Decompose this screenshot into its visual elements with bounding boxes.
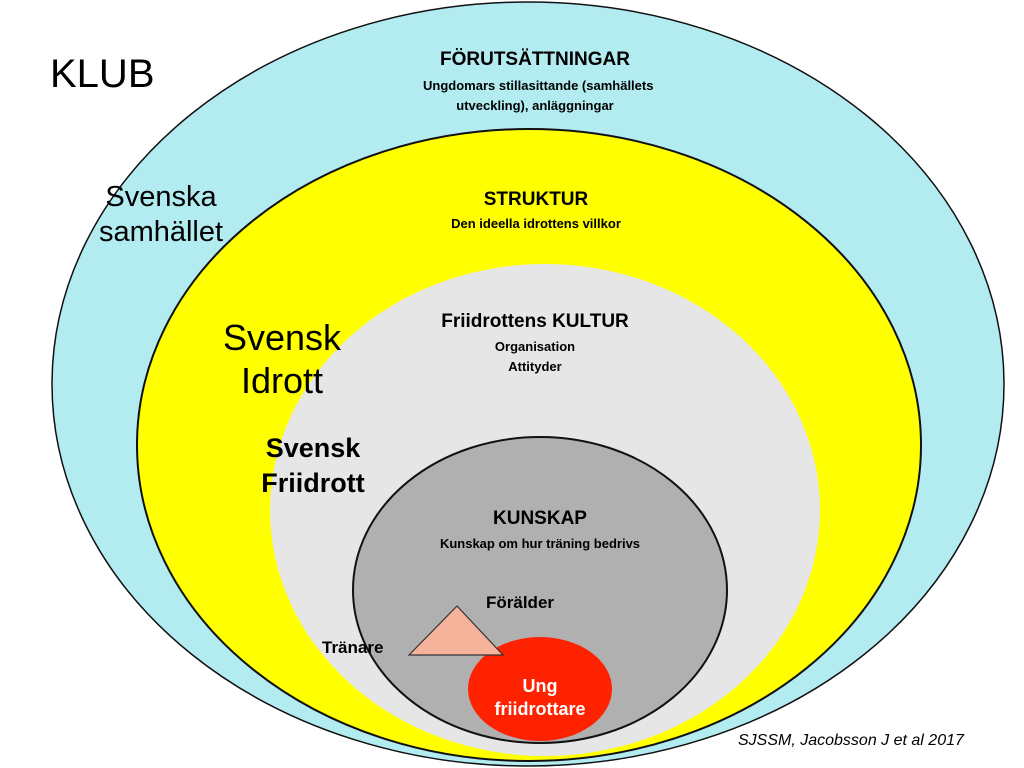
culture-line-1: Organisation	[494, 338, 576, 354]
athlete-label-line-1: Ung	[522, 676, 558, 696]
sport-label-line-1: Svensk	[222, 317, 342, 358]
athletics-label-line-1: Svensk	[265, 433, 361, 463]
preconditions-title: FÖRUTSÄTTNINGAR	[440, 49, 630, 70]
athlete-label: Ung friidrottare	[468, 675, 612, 720]
parent-label: Förälder	[486, 593, 555, 612]
culture-line-2: Attityder	[508, 358, 562, 374]
preconditions-block: FÖRUTSÄTTNINGAR Ungdomars stillasittande…	[423, 48, 654, 116]
knowledge-block: KUNSKAP Kunskap om hur träning bedrivs	[410, 507, 670, 554]
structure-block: STRUKTUR Den ideella idrottens villkor	[424, 188, 648, 234]
society-label-line-2: samhället	[98, 216, 224, 249]
culture-block: Friidrottens KULTUR Organisation Attityd…	[405, 310, 665, 377]
athlete-label-line-2: friidrottare	[494, 698, 586, 719]
knowledge-title: KUNSKAP	[493, 508, 587, 529]
source-credit: SJSSM, Jacobsson J et al 2017	[738, 732, 964, 749]
klub-label: KLUB	[50, 52, 155, 96]
triangle-icon	[407, 605, 505, 656]
preconditions-line-2: utveckling), anläggningar	[456, 97, 614, 113]
sport-label: Svensk Idrott	[202, 316, 362, 402]
society-label: Svenska samhället	[86, 180, 236, 251]
sport-label-line-2: Idrott	[240, 360, 324, 402]
athletics-label-line-2: Friidrott	[261, 468, 365, 499]
knowledge-ring	[352, 436, 728, 744]
structure-line-1: Den ideella idrottens villkor	[451, 215, 621, 231]
structure-title: STRUKTUR	[483, 189, 589, 210]
young-athlete-circle	[468, 637, 612, 741]
society-label-line-1: Svenska	[105, 181, 217, 213]
knowledge-line-1: Kunskap om hur träning bedrivs	[439, 535, 641, 551]
preconditions-line-1: Ungdomars stillasittande (samhällets	[423, 77, 654, 93]
athletics-label: Svensk Friidrott	[238, 431, 388, 501]
coach-label: Tränare	[322, 638, 384, 657]
culture-title: Friidrottens KULTUR	[441, 311, 629, 332]
